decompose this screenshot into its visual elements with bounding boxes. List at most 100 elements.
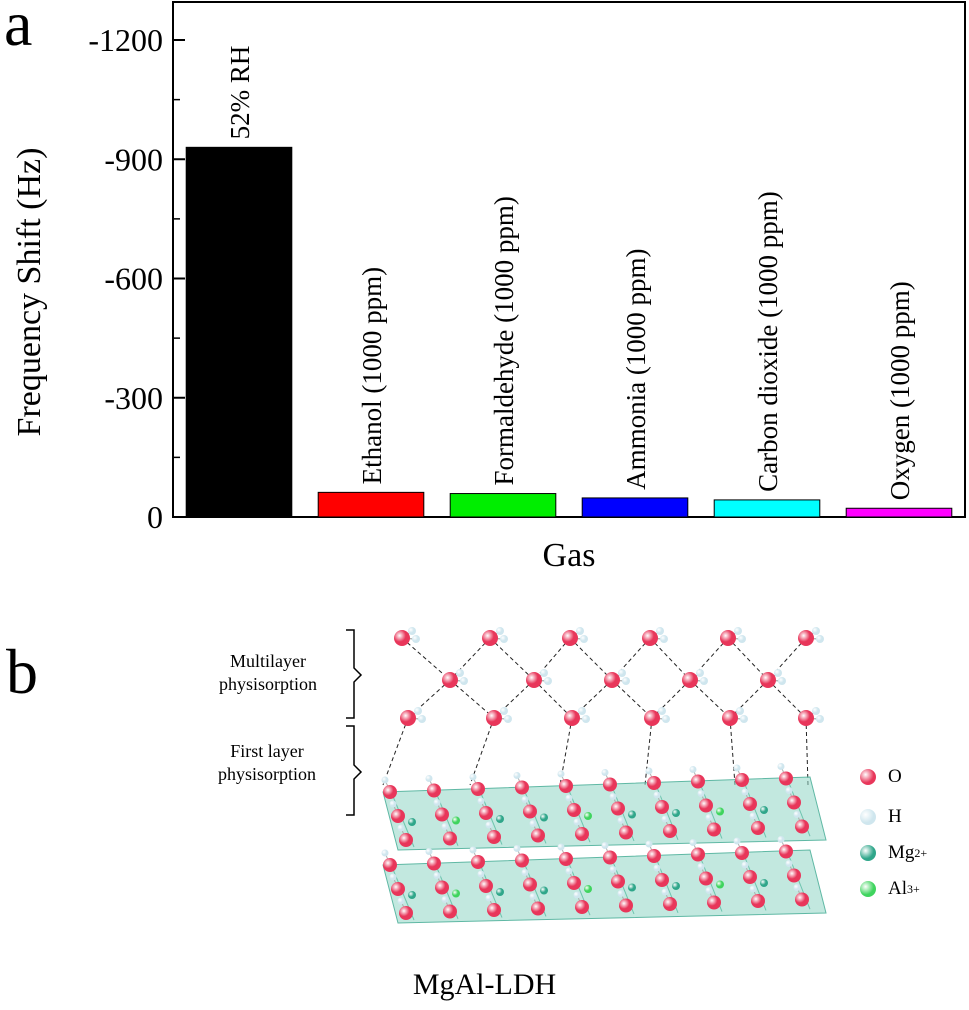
hydrogen-atom [777, 763, 785, 770]
octahedron-edge [479, 790, 503, 845]
hydrogen-atom [741, 788, 749, 796]
magnesium-ion [672, 882, 680, 890]
oxygen-atom [479, 879, 493, 893]
legend-sup: 2+ [914, 845, 928, 860]
panel-b-label: b [6, 636, 38, 707]
hydrogen-atom [609, 793, 617, 800]
oh-bond [481, 875, 487, 887]
y-tick-label: 0 [147, 499, 163, 535]
magnesium-ion [672, 809, 680, 817]
octahedron-edge [611, 786, 635, 842]
oh-bond [571, 717, 585, 720]
hydrogen-atom [540, 669, 548, 677]
hydrogen-atom [785, 787, 793, 794]
legend-item-hydrogen: H [860, 806, 902, 828]
oxygen-atom [531, 828, 545, 843]
oh-bond [445, 901, 451, 912]
hydrogen-atom [609, 866, 617, 873]
octahedron-edge [567, 860, 591, 916]
bar [845, 507, 953, 518]
oh-bond [393, 878, 399, 890]
oxygen-atom [707, 895, 721, 910]
oh-bond [569, 799, 575, 811]
oh-bond [621, 822, 627, 833]
hydrogen-atom [738, 635, 746, 643]
octahedron-edge [523, 862, 547, 917]
hydrogen-ball-icon [860, 809, 876, 825]
octahedron-edge [391, 866, 415, 921]
hydrogen-atom [496, 627, 504, 635]
oxygen-atom [699, 798, 713, 813]
octahedron-edge [611, 859, 635, 915]
hydrogen-bond [611, 679, 653, 719]
oxygen-atom [567, 803, 581, 817]
oh-bond [473, 778, 479, 790]
hydrogen-atom [397, 897, 405, 905]
hydrogen-bond [489, 637, 535, 681]
hydrogen-atom [485, 821, 493, 829]
oh-bond [611, 673, 622, 681]
hydrogen-atom [661, 815, 669, 823]
oxygen-atom [619, 825, 633, 840]
octahedron-edge [523, 789, 547, 844]
hydrogen-atom [578, 707, 586, 715]
legend-label: O [888, 766, 902, 787]
oxygen-atom [787, 868, 801, 883]
hydrogen-atom [544, 677, 552, 685]
oh-bond [429, 853, 435, 864]
oxygen-atom [427, 783, 441, 798]
ldh-octahedral-layer [382, 776, 827, 851]
bar-label: 52% RH [225, 46, 255, 140]
hydrogen-bond [729, 717, 736, 786]
hydrogen-atom [389, 800, 397, 808]
hydrogen-atom [425, 775, 433, 782]
oh-bond [701, 868, 707, 879]
hydrogen-bond [407, 679, 451, 719]
oh-bond [753, 817, 759, 829]
hydrogen-atom [705, 887, 713, 894]
oh-bond [489, 631, 500, 639]
oh-bond [797, 816, 803, 827]
hydrogen-atom [622, 677, 630, 685]
hydrogen-atom [793, 811, 801, 818]
oxygen-atom [399, 833, 413, 847]
oxygen-atom [575, 900, 589, 914]
oxygen-atom [795, 892, 809, 907]
octahedron-edge [743, 854, 767, 911]
oh-bond [489, 826, 495, 838]
oh-bond [781, 841, 787, 852]
hydrogen-bond [401, 637, 451, 681]
bar [449, 493, 557, 518]
hydrogen-atom [617, 817, 625, 824]
hydrogen-atom [661, 888, 669, 896]
oh-bond [665, 893, 671, 905]
aluminium-ion [584, 812, 592, 820]
hydrogen-atom [565, 867, 573, 875]
hydrogen-atom [408, 627, 416, 635]
first-layer-label: First layer physisorption [192, 740, 342, 785]
oh-bond [745, 866, 751, 878]
multilayer-bracket [346, 629, 363, 719]
bar [317, 491, 425, 518]
oh-bond [737, 769, 743, 781]
oh-bond [401, 829, 407, 841]
hydrogen-atom [697, 790, 705, 797]
oh-bond [657, 869, 663, 881]
oh-bond [571, 711, 582, 719]
oxygen-atom [663, 897, 677, 911]
hydrogen-atom [816, 635, 824, 643]
hydrogen-bond [689, 637, 729, 681]
aluminium-ion [716, 807, 724, 816]
legend-label: H [888, 806, 902, 827]
hydrogen-atom [576, 627, 584, 635]
hydrogen-atom [573, 818, 581, 826]
oh-bond [649, 845, 655, 857]
bar [185, 146, 293, 518]
hydrogen-atom [485, 894, 493, 902]
y-tick-label: -600 [104, 261, 163, 297]
oh-bond [577, 823, 583, 835]
oh-bond [437, 877, 443, 888]
oh-bond [561, 775, 567, 787]
